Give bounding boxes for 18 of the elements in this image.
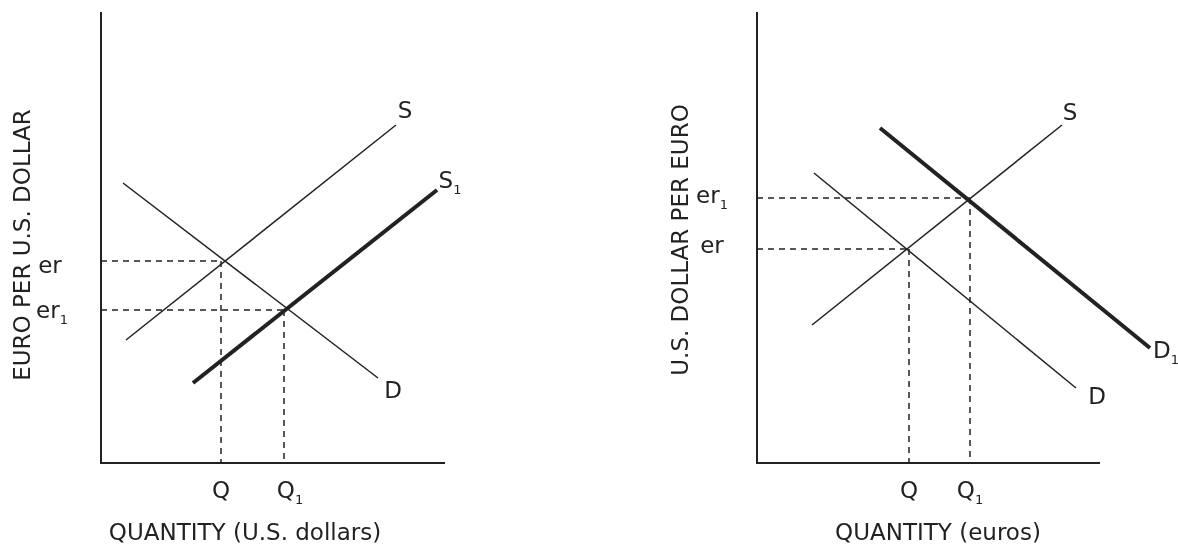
- tick-label: Q: [211, 477, 231, 503]
- axis-title: U.S. DOLLAR PER EURO: [667, 104, 693, 376]
- tick-label: Q: [899, 477, 919, 503]
- tick-label: er$_{1}$: [36, 297, 68, 327]
- curve-label: S: [397, 97, 413, 123]
- curve-label: D$_{1}$: [1153, 337, 1178, 367]
- tick-label: Q$_{1}$: [956, 477, 984, 507]
- tick-label: er: [700, 232, 724, 258]
- axis-title: QUANTITY (U.S. dollars): [108, 519, 382, 545]
- axis-title: QUANTITY (euros): [835, 519, 1041, 545]
- tick-label: er: [38, 252, 62, 278]
- curve-label: D: [384, 377, 402, 403]
- tick-label: Q$_{1}$: [276, 477, 304, 507]
- curve-label: D: [1088, 383, 1106, 409]
- tick-label: er$_{1}$: [696, 182, 728, 212]
- axis-title: EURO PER U.S. DOLLAR: [9, 109, 35, 381]
- curve-label: S: [1062, 99, 1078, 125]
- curve-label: S$_{1}$: [438, 167, 462, 197]
